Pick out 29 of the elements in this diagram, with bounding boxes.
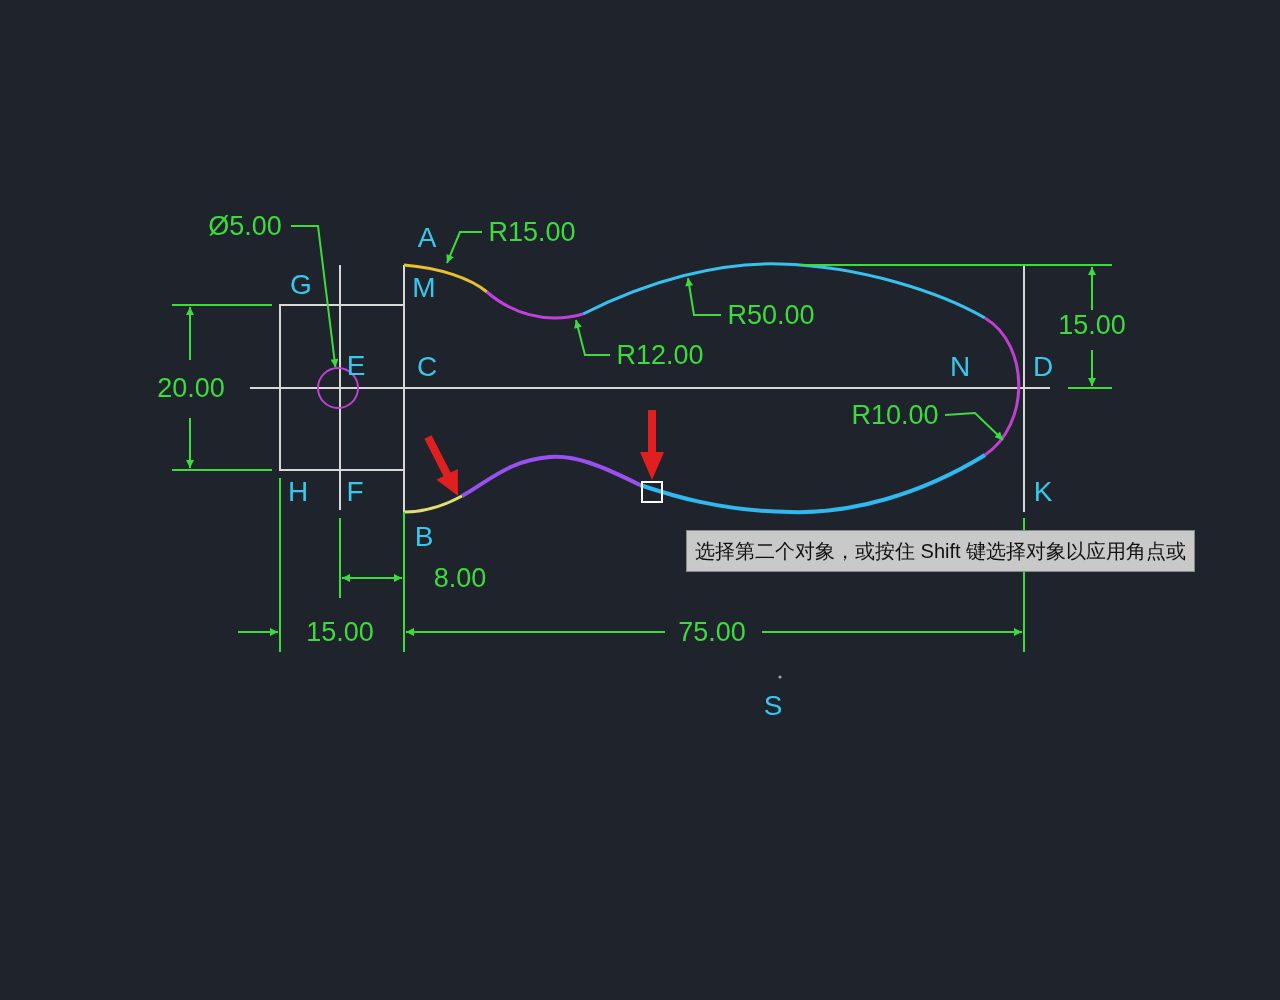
point-label: S	[763, 692, 783, 720]
point-label: G	[290, 271, 312, 299]
profile-drawing	[403, 262, 1021, 515]
point-label: B	[414, 523, 434, 551]
radius-label: R12.00	[612, 339, 708, 371]
command-prompt-tooltip: 选择第二个对象，或按住 Shift 键选择对象以应用角点或	[686, 530, 1196, 572]
leader-line	[944, 411, 1004, 441]
radius-label: R10.00	[847, 399, 943, 431]
radius-label: R15.00	[484, 216, 580, 248]
dimension-text: 20.00	[157, 374, 225, 402]
point-label: N	[949, 353, 971, 381]
leader-line	[446, 231, 483, 264]
leader-line	[685, 277, 722, 316]
leader-line	[290, 225, 339, 369]
radius-label: R50.00	[723, 299, 819, 331]
point-label: F	[346, 478, 364, 506]
dimension-text: 15.00	[306, 618, 374, 646]
dimension-text: 75.00	[678, 618, 746, 646]
point-label: M	[412, 274, 436, 302]
point-label: K	[1033, 478, 1053, 506]
point-label: E	[346, 352, 366, 380]
point-label: C	[416, 353, 438, 381]
radius-label: Ø5.00	[201, 210, 289, 242]
leader-line	[574, 319, 611, 356]
point-label: A	[417, 224, 437, 252]
dimension-text: 15.00	[1058, 311, 1126, 339]
dimension-text: 8.00	[433, 564, 487, 592]
point-label: H	[287, 478, 309, 506]
point-label: D	[1032, 353, 1054, 381]
